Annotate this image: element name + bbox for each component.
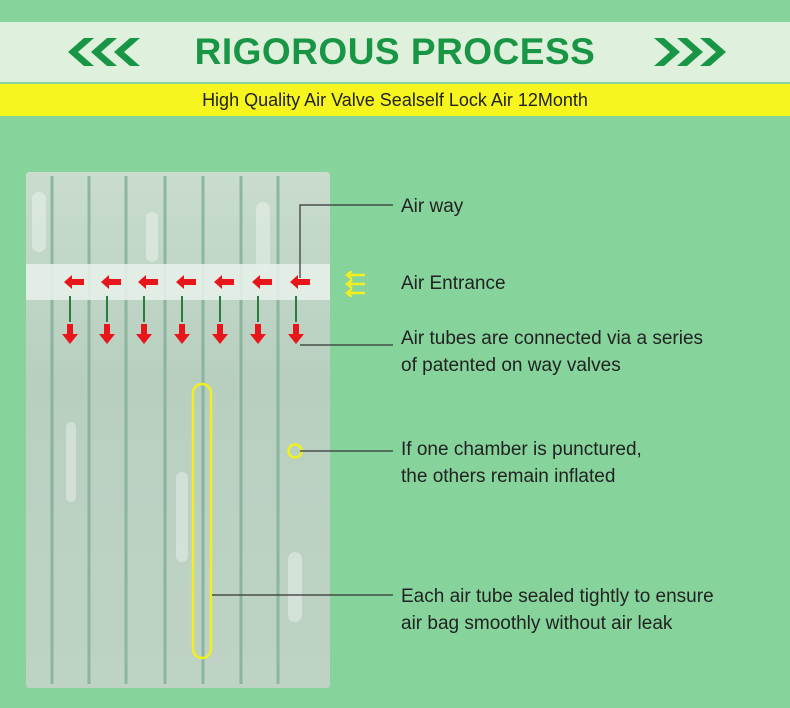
subtitle-band — [0, 84, 790, 116]
label-air-way: Air way — [401, 196, 464, 217]
chevrons-right-icon — [654, 38, 726, 66]
air-entrance-arrows-icon — [344, 271, 365, 297]
page-title: RIGOROUS PROCESS — [194, 31, 596, 72]
label-air-tubes-line2: of patented on way valves — [401, 355, 621, 376]
header-band — [0, 22, 790, 82]
label-sealed-line1: Each air tube sealed tightly to ensure — [401, 586, 714, 607]
air-bag-illustration — [26, 176, 330, 684]
label-air-entrance: Air Entrance — [401, 273, 506, 294]
chevrons-left-icon — [68, 38, 140, 66]
label-air-tubes: Air tubes are connected via a series of … — [401, 325, 703, 379]
label-air-tubes-line1: Air tubes are connected via a series — [401, 328, 704, 349]
label-chamber-line2: the others remain inflated — [401, 466, 616, 487]
label-sealed: Each air tube sealed tightly to ensure a… — [401, 583, 714, 637]
label-sealed-line2: air bag smoothly without air leak — [401, 613, 673, 634]
label-chamber-line1: If one chamber is punctured, — [401, 439, 642, 460]
subtitle: High Quality Air Valve Sealself Lock Air… — [202, 90, 588, 110]
label-chamber: If one chamber is punctured, the others … — [401, 436, 642, 490]
